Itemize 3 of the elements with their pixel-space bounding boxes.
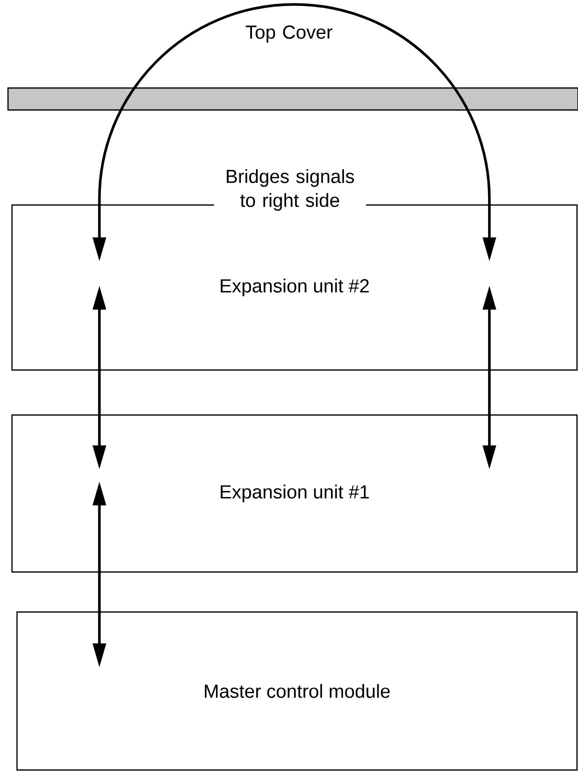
unit-box: Expansion unit #1 — [11, 414, 578, 573]
unit-box: Master control module — [16, 611, 578, 771]
note-text: Top Cover — [246, 25, 332, 43]
